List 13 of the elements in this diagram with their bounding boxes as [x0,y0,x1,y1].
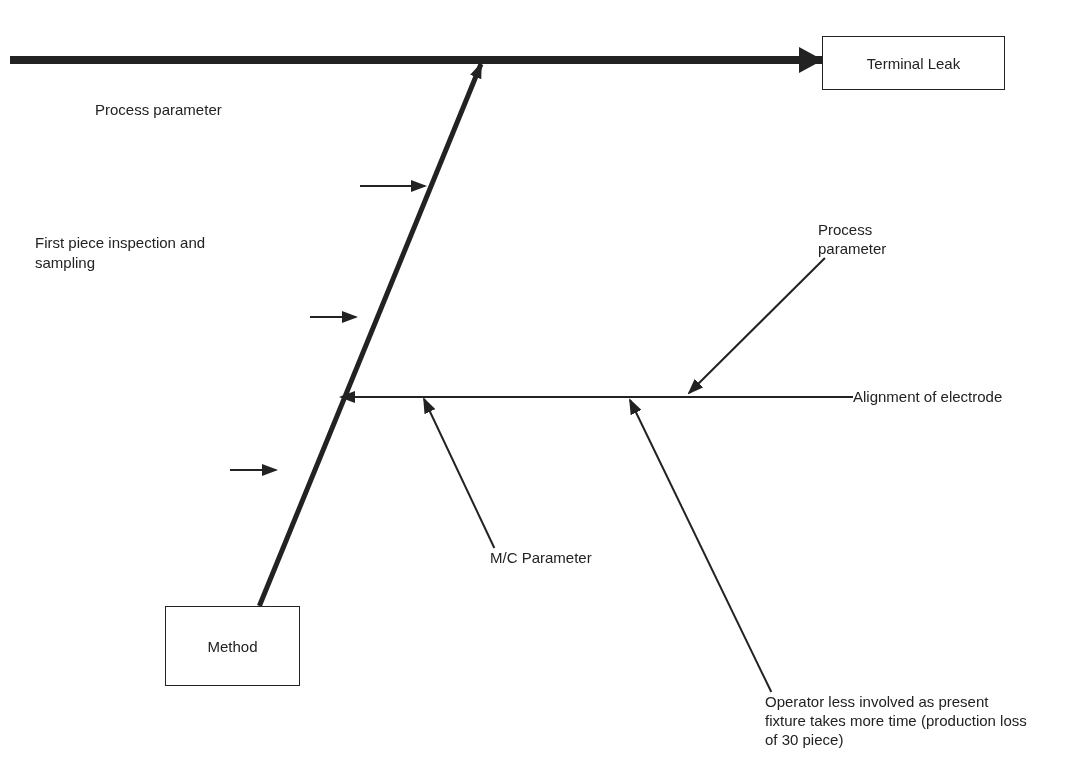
effect-box: Terminal Leak [822,36,1005,90]
cause-text: M/C Parameter [490,548,650,567]
arrow [339,391,854,403]
bone-arrow [257,62,484,607]
category-box: Method [165,606,300,686]
cause-text: Operator less involved as present fixture takes more time (production loss of 30 piece) [765,692,1033,749]
arrow [423,397,496,549]
arrow [687,257,826,395]
cause-label: Process parameter [95,100,223,120]
cause-text: Process parameter [818,220,908,258]
arrow [629,398,773,693]
cause-label: First piece inspection and sampling [35,233,207,273]
bone-label: Alignment of electrode [853,387,1063,406]
